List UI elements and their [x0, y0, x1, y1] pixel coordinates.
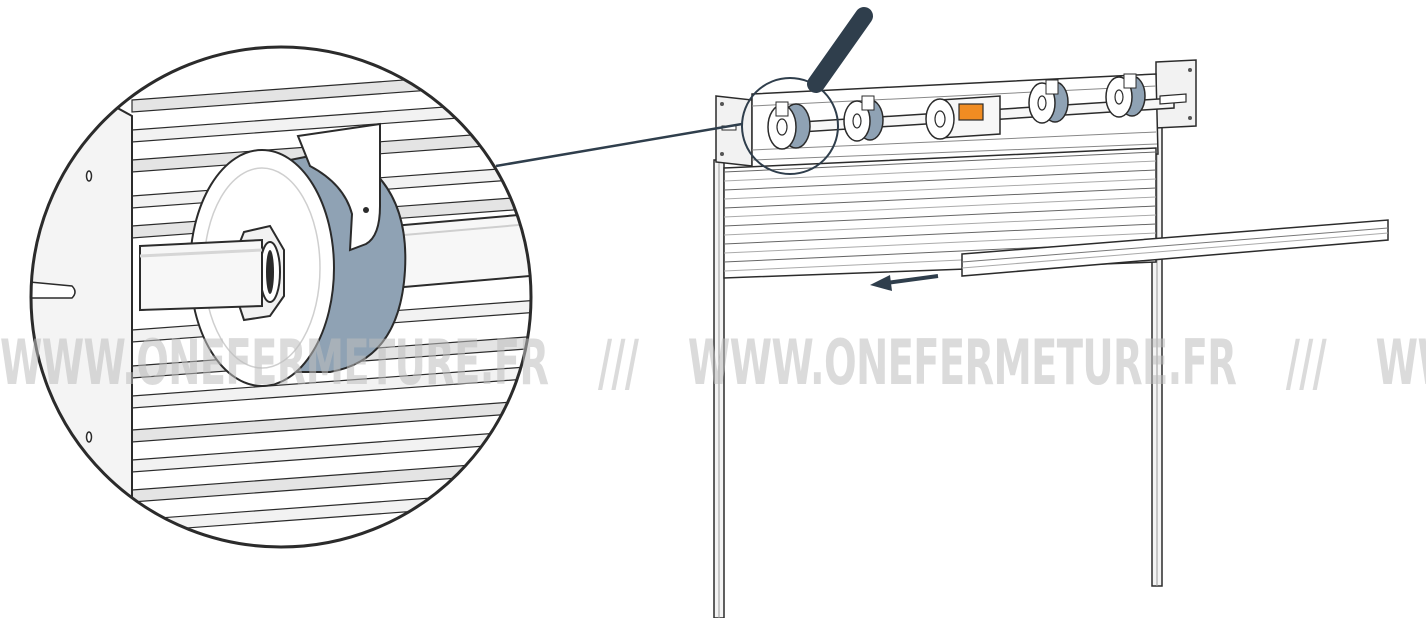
curtain-slat-line: [723, 178, 1157, 200]
watermark-banner: WWW.ONEFERMETURE.FR /// WWW.ONEFERMETURE.F…: [0, 328, 1426, 398]
curtain-slat-line: [723, 160, 1157, 182]
watermark-separator: ///: [1285, 328, 1327, 398]
curtain-slat-line: [723, 223, 1157, 245]
orange-tag: [958, 103, 984, 121]
curtain-slat-line: [723, 187, 1157, 209]
direction-arrow-left-icon: [870, 274, 939, 291]
watermark-text: WWW.ONEFERMETURE.FR: [0, 328, 549, 398]
magnifier-circle-icon: [29, 45, 533, 549]
detail-connector-line: [495, 122, 743, 168]
detail-source-circle: [741, 77, 839, 175]
curtain-slat-line: [723, 214, 1157, 236]
detail-clip-bracket: [296, 122, 381, 252]
watermark-separator: ///: [597, 328, 639, 398]
axle-drums: [767, 73, 1187, 150]
detail-shaft: [139, 238, 263, 312]
drum-1: [767, 103, 811, 150]
inserted-slat: [961, 219, 1389, 277]
drum-3-motor-end: [925, 95, 1001, 140]
watermark-text: WWW.ONEFERME-: [1375, 328, 1426, 398]
curtain-slat-line: [723, 205, 1157, 227]
right-end-bracket: [1155, 59, 1197, 129]
curtain-slat-line: [723, 232, 1157, 254]
magnified-detail: [31, 47, 531, 547]
curtain-slat-line: [723, 196, 1157, 218]
shutter-assembly: [713, 59, 1389, 618]
curtain-slat-line: [723, 169, 1157, 191]
watermark-text: WWW.ONEFERMETURE.FR: [687, 328, 1237, 398]
curtain-slat-line: [723, 151, 1157, 173]
pointer-handle-icon: [807, 7, 873, 93]
